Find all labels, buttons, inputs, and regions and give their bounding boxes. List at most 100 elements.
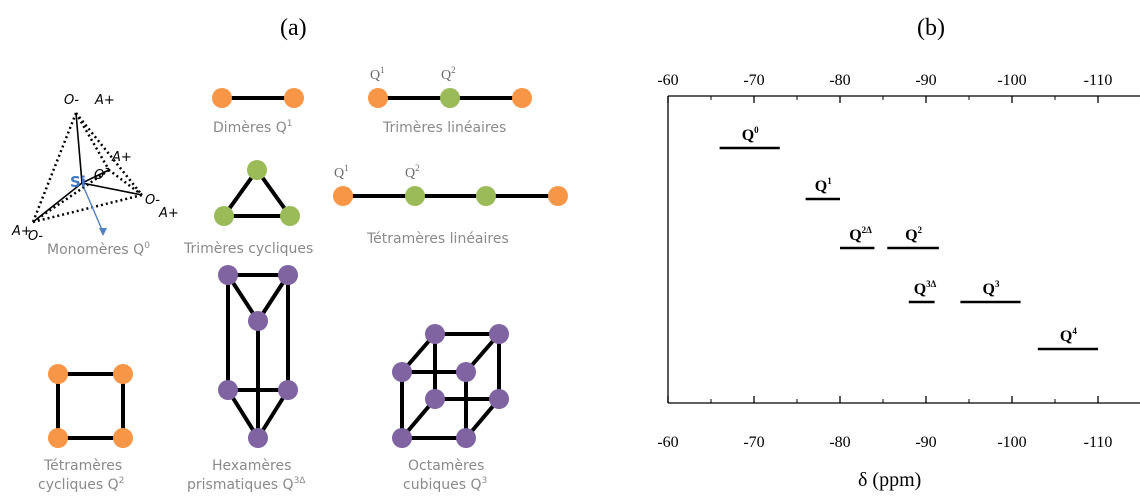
q3-node [248, 428, 268, 448]
bottom-tick-label: -80 [829, 434, 850, 451]
q3-node [425, 324, 445, 344]
cation-left-label: A+ [11, 224, 32, 239]
cyclic-trimer-label: Trimères cycliques [183, 241, 313, 257]
oxygen-top-label: O- [64, 93, 79, 108]
tetra-edge [32, 168, 110, 224]
panel-b-title: (b) [917, 15, 945, 41]
top-tick-label: -60 [657, 72, 678, 89]
hexamer-label-1: Hexamères [212, 458, 291, 474]
q2-node [440, 88, 460, 108]
top-tick-label: -90 [915, 72, 936, 89]
q2-node [113, 428, 133, 448]
q3-node [456, 428, 476, 448]
oxygen-right-label: O- [145, 193, 160, 208]
q3-node [392, 428, 412, 448]
q2-tag: Q2 [405, 163, 420, 181]
cyclic-trimer-structure [214, 160, 300, 226]
shift-range-label: Q3 [983, 279, 1000, 298]
cube-front-face [400, 370, 468, 440]
cyclic-tetramer-label-2: cycliques Q2 [38, 476, 124, 493]
q1-node [284, 88, 304, 108]
q3-node [278, 265, 298, 285]
oxygen-inner-label: O [94, 168, 104, 183]
panel-a-title: (a) [280, 15, 307, 41]
linear-tetramer-structure: Q1 Q2 [333, 163, 568, 206]
octamer-label-2: cubiques Q3 [403, 476, 487, 493]
oxygen-inner-charge: - [105, 161, 110, 176]
q2-node [214, 206, 234, 226]
octamer-label-1: Octamères [408, 458, 484, 474]
q1-node [333, 186, 353, 206]
q3-node [392, 362, 412, 382]
q2-node [247, 160, 267, 180]
shift-range-label: Q2 [905, 225, 922, 244]
cyclic-tetramer-structure [48, 364, 133, 448]
shift-range-label: Q0 [742, 125, 759, 144]
si-o-bond [81, 169, 110, 184]
si-label: Si [70, 173, 86, 191]
q2-node [280, 206, 300, 226]
si-o-bond [81, 182, 143, 196]
cyclic-tetramer-label-1: Tétramères [43, 458, 122, 474]
tetra-edge [74, 112, 111, 171]
q2-node [405, 186, 425, 206]
linear-trimer-structure: Q1 Q2 [368, 65, 532, 108]
q1-node [212, 88, 232, 108]
q3-node [218, 380, 238, 400]
ring-bonds [220, 166, 294, 218]
hexamer-prism-structure [218, 265, 298, 448]
bottom-tick-label: -110 [1084, 434, 1113, 451]
q3-node [489, 324, 509, 344]
q3-node [425, 389, 445, 409]
q1-tag: Q1 [370, 65, 385, 83]
si-arrow [83, 187, 104, 233]
octamer-cube-structure [392, 324, 509, 448]
q1-node [512, 88, 532, 108]
shift-range-label: Q4 [1060, 326, 1077, 345]
dimer-label: Dimères Q1 [213, 119, 293, 136]
cation-top-label: A+ [94, 93, 115, 108]
shift-range-label: Q2Δ [849, 225, 872, 244]
si-arrow-head [99, 228, 107, 236]
q1-node [368, 88, 388, 108]
linear-trimer-label: Trimères linéaires [382, 120, 506, 136]
cation-right-label: A+ [158, 206, 179, 221]
q2-node [113, 364, 133, 384]
ring-bonds [56, 372, 125, 440]
q2-node [48, 364, 68, 384]
q3-node [218, 265, 238, 285]
top-tick-label: -100 [997, 72, 1026, 89]
q2-node [476, 186, 496, 206]
dimer-structure [212, 88, 304, 108]
si-o-bond [32, 182, 83, 223]
top-tick-label: -80 [829, 72, 850, 89]
x-axis-title: δ (ppm) [858, 469, 921, 491]
q3-node [456, 362, 476, 382]
shift-range-label: Q1 [815, 176, 832, 195]
q3-node [489, 389, 509, 409]
q1-tag: Q1 [334, 163, 349, 181]
cation-inner-label: A+ [111, 150, 132, 165]
q2-node [48, 428, 68, 448]
bottom-tick-label: -90 [915, 434, 936, 451]
top-tick-label: -110 [1084, 72, 1113, 89]
oxygen-left-label: O- [28, 229, 43, 244]
monomer-tetrahedron: Si O- A+ A+ O - O- A+ A+ O- [11, 93, 179, 244]
chemical-shift-chart: δ (ppm) -60 -60 -70 -70 -80 -80 -90 -90 -100 -100… [657, 72, 1140, 491]
tetra-edge [32, 193, 143, 224]
bottom-tick-label: -100 [997, 434, 1026, 451]
q2-tag: Q2 [441, 65, 456, 83]
q1-node [548, 186, 568, 206]
top-tick-label: -70 [743, 72, 764, 89]
shift-range-label: Q3Δ [914, 279, 937, 298]
q3-node [248, 311, 268, 331]
bottom-tick-label: -70 [743, 434, 764, 451]
bottom-tick-label: -60 [657, 434, 678, 451]
monomer-label: Monomères Q0 [47, 241, 150, 258]
si-o-bond [75, 112, 83, 184]
linear-tetramer-label: Tétramères linéaires [366, 231, 509, 247]
hexamer-label-2: prismatiques Q3Δ [187, 476, 306, 493]
tetra-edge [108, 169, 143, 196]
q3-node [278, 380, 298, 400]
